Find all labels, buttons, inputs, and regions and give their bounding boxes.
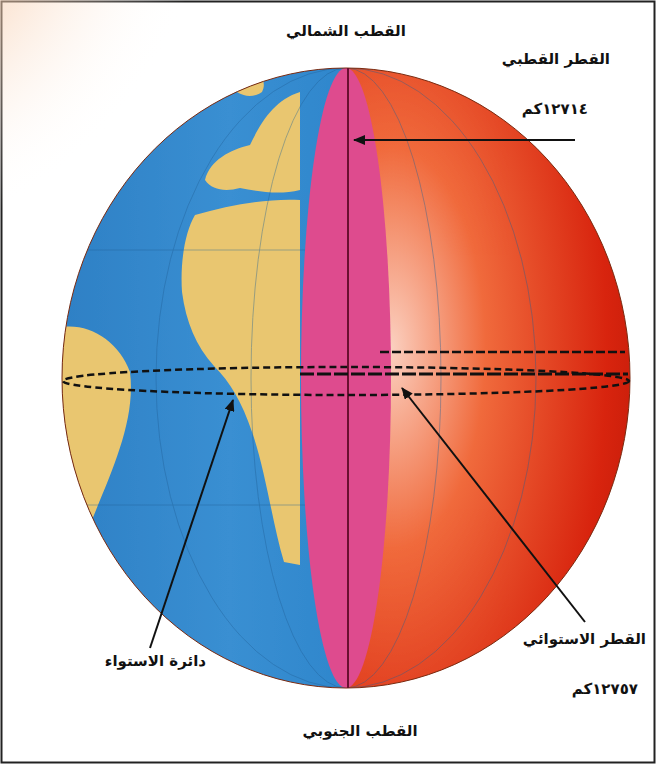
dimension-label: ١٢٧١٤كم xyxy=(520,100,590,120)
pole-label: القطب الشمالي xyxy=(284,22,408,42)
diameter-label: القطر القطبي xyxy=(500,50,612,70)
equator-label: دائرة الاستواء xyxy=(103,652,208,672)
dimension-label: ١٢٧٥٧كم xyxy=(570,680,640,700)
diameter-label: القطر الاستوائي xyxy=(521,630,648,650)
pole-label: القطب الجنوبي xyxy=(300,722,419,742)
